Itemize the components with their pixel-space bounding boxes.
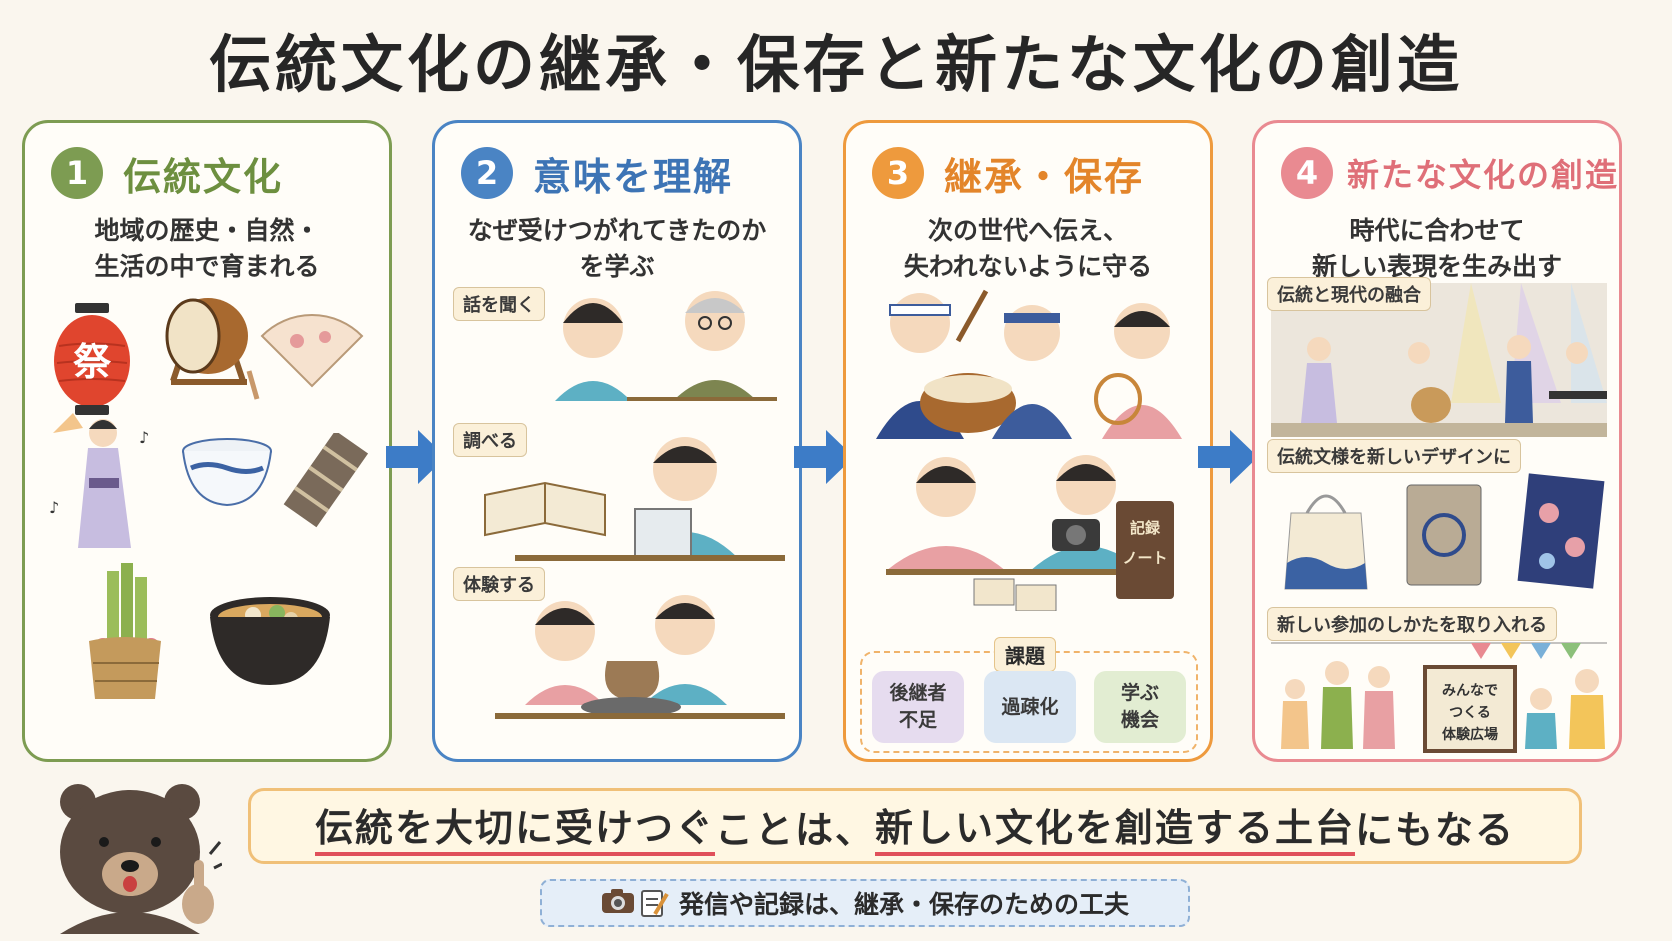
issues-label: 課題 xyxy=(994,637,1056,672)
idea-tag-participation: 新しい参加のしかたを取り入れる xyxy=(1267,607,1557,641)
idea-tag-pattern-design: 伝統文様を新しいデザインに xyxy=(1267,439,1521,473)
conclusion-message: 伝統を大切に受けつぐ ことは、 新しい文化を創造する土台 にもなる xyxy=(248,788,1582,864)
step-number-badge: 4 xyxy=(1281,147,1333,199)
description-line: 次の世代へ伝え、 xyxy=(927,216,1128,245)
panel-description: 地域の歴史・自然・ 生活の中で育まれる xyxy=(35,213,379,285)
recording-scene-illustration: 記録 ノート xyxy=(886,455,1174,611)
issues-box: 課題 後継者 不足 過疎化 学ぶ 機会 xyxy=(860,637,1198,753)
message-text: にもなる xyxy=(1355,807,1516,852)
lantern-text: 祭 xyxy=(73,340,112,384)
emphasis-foundation: 新しい文化を創造する土台 xyxy=(875,797,1356,856)
note-icons xyxy=(601,888,669,918)
activity-tag-research: 調べる xyxy=(453,423,527,457)
panel-header: 3 継承・保存 xyxy=(872,145,1200,201)
panel-inheritance-preservation: 3 継承・保存 次の世代へ伝え、 失われないように守る 記録 ノート 課題 後継… xyxy=(843,120,1213,762)
issue-learning-opportunity: 学ぶ 機会 xyxy=(1094,671,1186,743)
issue-line: 過疎化 xyxy=(1001,695,1059,718)
issue-depopulation: 過疎化 xyxy=(984,671,1076,743)
issue-line: 機会 xyxy=(1120,709,1159,731)
community-plaza-illustration: みんなで つくる 体験広場 xyxy=(1271,642,1607,753)
camera-icon xyxy=(601,889,634,913)
panel-header: 1 伝統文化 xyxy=(51,145,379,201)
description-line: 地域の歴史・自然・ xyxy=(94,216,320,245)
sign-text: つくる xyxy=(1449,705,1491,721)
notebook-label: ノート xyxy=(1122,549,1167,567)
panel-description: 時代に合わせて 新しい表現を生み出す xyxy=(1265,213,1609,285)
panel-header: 4 新たな文化の創造 xyxy=(1281,145,1617,201)
page-title: 伝統文化の継承・保存と新たな文化の創造 xyxy=(208,28,1463,101)
arrow-right-icon xyxy=(794,430,854,484)
panel-understand-meaning: 2 意味を理解 なぜ受けつがれてきたのか を学ぶ 話を聞く 調べる 体験する xyxy=(432,120,802,762)
panel-header: 2 意味を理解 xyxy=(461,145,789,201)
issue-line: 後継者 xyxy=(889,682,947,704)
description-line: を学ぶ xyxy=(579,252,655,281)
folding-fan-illustration xyxy=(260,313,364,388)
ceramic-bowl-illustration xyxy=(182,438,272,507)
message-text: ことは、 xyxy=(714,807,875,852)
panel-new-culture: 4 新たな文化の創造 時代に合わせて 新しい表現を生み出す 伝統と現代の融合 伝… xyxy=(1252,120,1622,762)
svg-text:♪: ♪ xyxy=(139,428,149,447)
panel-description: なぜ受けつがれてきたのか を学ぶ xyxy=(445,213,789,285)
kadomatsu-illustration xyxy=(89,563,161,699)
description-line: 生活の中で育まれる xyxy=(94,252,320,281)
description-line: 時代に合わせて xyxy=(1349,216,1525,245)
emphasis-tradition: 伝統を大切に受けつぐ xyxy=(314,797,715,856)
textile-illustration xyxy=(283,433,369,528)
panel-title: 伝統文化 xyxy=(123,154,284,199)
sign-text: 体験広場 xyxy=(1442,726,1498,743)
sign-text: みんなで xyxy=(1442,683,1498,699)
idea-tag-fusion: 伝統と現代の融合 xyxy=(1267,277,1431,311)
step-number-badge: 1 xyxy=(51,147,103,199)
issue-line: 学ぶ xyxy=(1120,682,1159,704)
stage-performance-illustration xyxy=(1271,283,1607,437)
panel-title: 継承・保存 xyxy=(944,154,1145,199)
panel-traditional-culture: 1 伝統文化 地域の歴史・自然・ 生活の中で育まれる 祭 ♪ ♪ xyxy=(22,120,392,762)
issue-successor-shortage: 後継者 不足 xyxy=(872,671,964,743)
research-scene-illustration xyxy=(484,437,785,561)
plaza-sign xyxy=(1423,665,1517,753)
drumming-scene-illustration xyxy=(876,289,1182,439)
soup-bowl-illustration xyxy=(210,597,330,685)
footnote-text: 発信や記録は、継承・保存のための工夫 xyxy=(678,890,1129,919)
description-line: 新しい表現を生み出す xyxy=(1311,252,1562,281)
footnote-box: 発信や記録は、継承・保存のための工夫 xyxy=(540,879,1190,927)
notebook-label: 記録 xyxy=(1130,519,1161,537)
description-line: 失われないように守る xyxy=(903,252,1153,281)
issue-line: 不足 xyxy=(898,709,937,731)
panel-title: 新たな文化の創造 xyxy=(1347,156,1620,194)
taiko-drum-illustration xyxy=(165,298,260,400)
listening-scene-illustration xyxy=(555,291,777,401)
panel-title: 意味を理解 xyxy=(533,154,734,199)
record-notebook xyxy=(1116,501,1174,599)
notepad-pencil-icon xyxy=(640,890,669,917)
arrow-right-icon xyxy=(1198,430,1258,484)
panel-description: 次の世代へ伝え、 失われないように守る xyxy=(856,213,1200,285)
kimono-dancer-illustration: ♪ ♪ xyxy=(49,413,149,548)
step-number-badge: 3 xyxy=(872,147,924,199)
bear-mascot-illustration xyxy=(60,784,222,934)
lantern-illustration: 祭 xyxy=(54,303,130,415)
pattern-goods-illustration xyxy=(1284,473,1605,590)
arrow-right-icon xyxy=(386,430,446,484)
pottery-scene-illustration xyxy=(495,595,785,719)
activity-tag-experience: 体験する xyxy=(453,567,545,601)
step-number-badge: 2 xyxy=(461,147,513,199)
description-line: なぜ受けつがれてきたのか xyxy=(467,216,767,245)
activity-tag-listen: 話を聞く xyxy=(453,287,545,321)
svg-text:♪: ♪ xyxy=(49,498,59,517)
